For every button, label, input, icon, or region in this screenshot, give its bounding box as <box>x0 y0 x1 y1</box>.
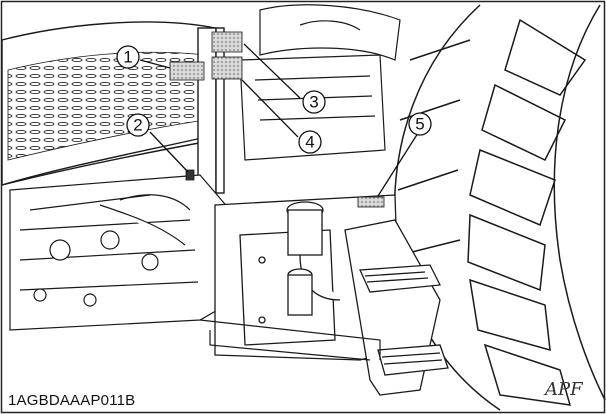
callout-number-2: 2 <box>133 116 142 135</box>
callout-5: 5 <box>408 112 432 136</box>
callout-3: 3 <box>302 90 326 114</box>
callout-1: 1 <box>116 45 140 69</box>
leader-4 <box>241 79 299 138</box>
label-panel-1 <box>169 61 205 81</box>
access-steps <box>344 219 449 396</box>
figure-code: 1AGBDAAAP011B <box>8 392 136 409</box>
operator-area <box>239 4 401 161</box>
label-panel-2 <box>185 169 195 181</box>
artist-signature: APF <box>543 379 584 400</box>
leader-lines <box>139 43 419 197</box>
leader-3 <box>243 43 301 99</box>
callout-2: 2 <box>126 113 150 137</box>
leader-5 <box>377 132 419 197</box>
callout-number-3: 3 <box>309 93 318 112</box>
lower-frame <box>199 319 381 361</box>
callout-number-1: 1 <box>123 48 132 67</box>
leader-2 <box>149 131 189 173</box>
label-panel-5 <box>357 196 385 208</box>
label-panel-4 <box>211 56 243 80</box>
callout-number-5: 5 <box>415 115 424 134</box>
label-panel-3 <box>211 31 243 53</box>
hood <box>1 21 216 186</box>
engine-block <box>9 174 236 331</box>
callout-number-4: 4 <box>305 133 314 152</box>
leader-1 <box>139 59 171 69</box>
callout-4: 4 <box>298 130 322 154</box>
